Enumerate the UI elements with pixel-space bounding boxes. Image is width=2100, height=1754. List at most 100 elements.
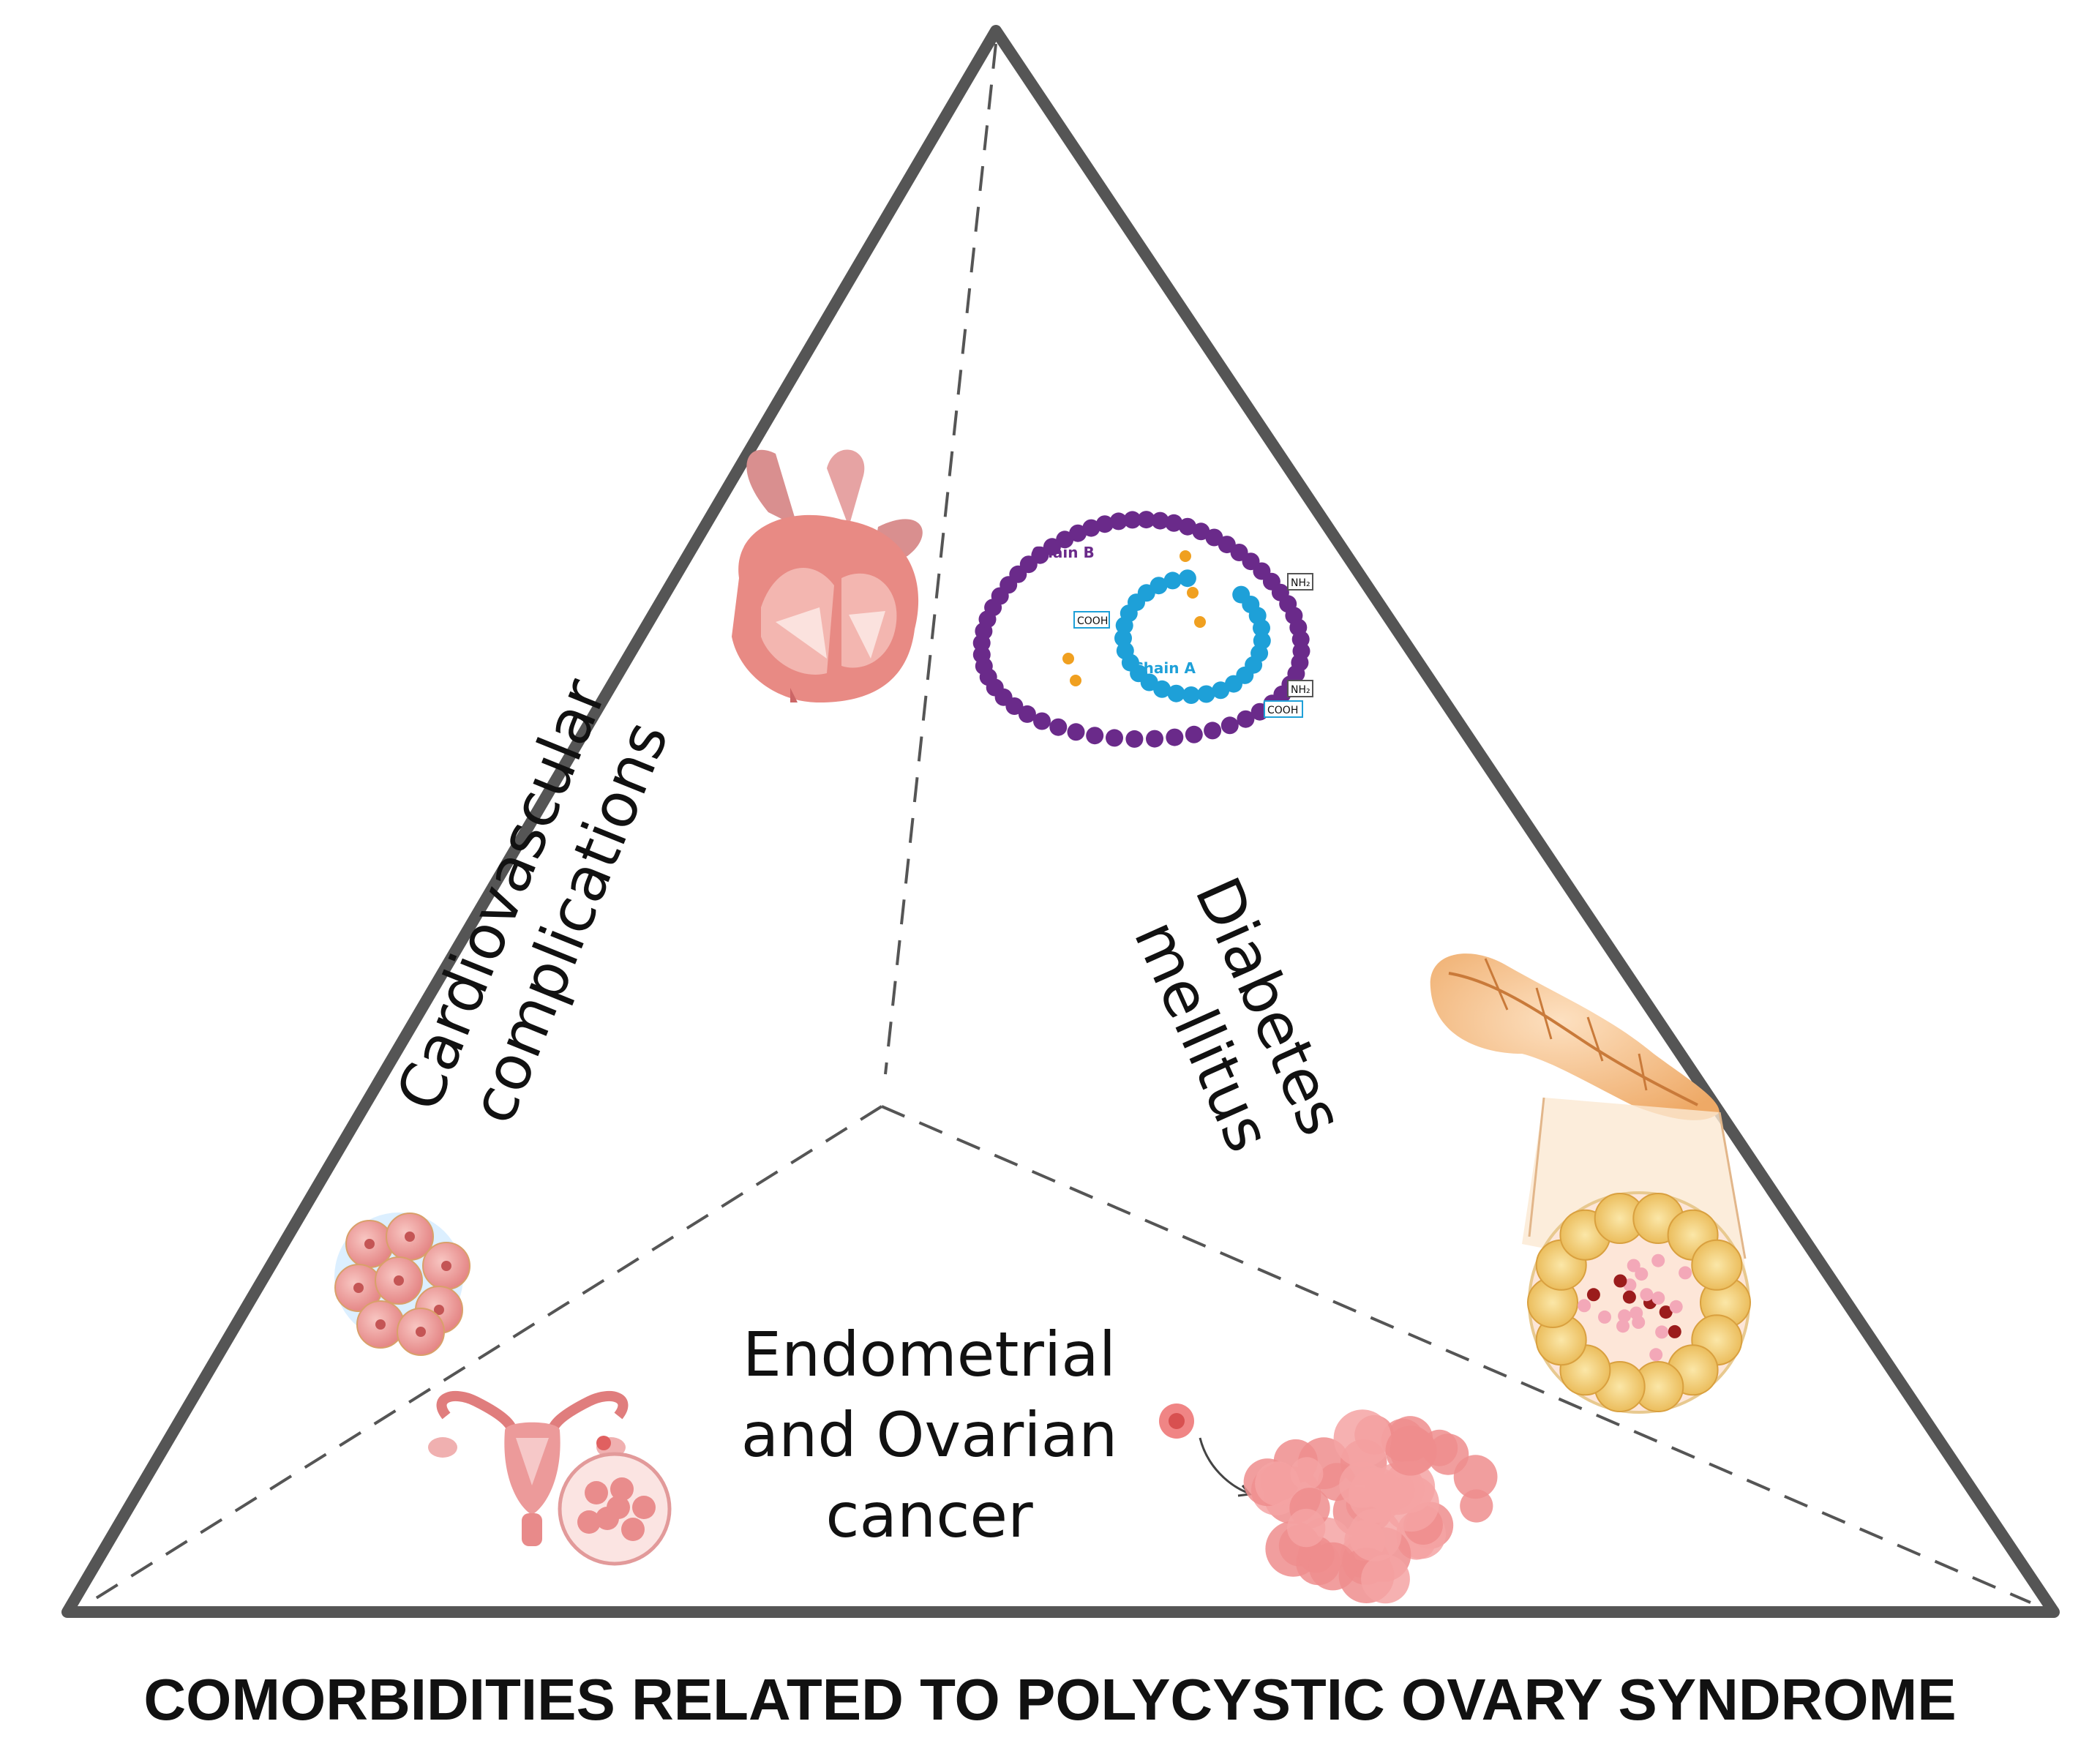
islet-cell — [1635, 1267, 1649, 1281]
chain-a-bead — [1167, 684, 1185, 702]
cancer-line3: cancer — [825, 1480, 1033, 1551]
ovary-cell — [585, 1481, 608, 1504]
cardiomyocyte-cluster-icon — [334, 1213, 470, 1356]
tumor-cell — [1460, 1489, 1493, 1523]
insulin-molecule-icon: Chain B Chain A NH₂ NH₂ COOH COOH — [972, 511, 1313, 748]
chain-a-bead — [1253, 619, 1270, 637]
nh2-tag-bottom: NH₂ — [1287, 680, 1313, 697]
cardiomyocyte-nucleus — [375, 1319, 386, 1330]
cancer-line1: Endometrial — [743, 1319, 1116, 1390]
adipocyte — [1691, 1239, 1743, 1291]
chain-b-bead — [1049, 718, 1068, 736]
tumor-cell — [1385, 1425, 1436, 1476]
ovary-cell — [610, 1477, 634, 1501]
ovarian-magnified-icon — [558, 1436, 672, 1566]
islet-cell — [1627, 1259, 1640, 1273]
pyramid — [61, 25, 2060, 1618]
dashed-edge-left — [90, 1105, 883, 1603]
chain-a-bead — [1197, 685, 1215, 703]
diagram-caption: COMORBIDITIES RELATED TO POLYCYSTIC OVAR… — [143, 1667, 1956, 1732]
islet-cell — [1578, 1299, 1591, 1313]
islet-tissue-icon — [1527, 1191, 1751, 1414]
chain-b-bead — [1106, 729, 1123, 747]
chain-b-bead — [1067, 723, 1085, 741]
chain-b-bead — [1056, 531, 1074, 549]
islet-cell — [1651, 1291, 1665, 1305]
cancer-cell-icon — [1159, 1403, 1252, 1497]
chain-b-bead — [1185, 725, 1203, 743]
chain-b-bead — [1291, 630, 1310, 648]
chain-a-bead — [1212, 681, 1230, 700]
tumor-cell — [1333, 1409, 1392, 1468]
cancer-line2: and Ovarian — [741, 1399, 1118, 1471]
cardiomyocyte-nucleus — [394, 1275, 404, 1286]
tumor-cell — [1308, 1542, 1357, 1591]
cardiomyocyte-nucleus — [441, 1261, 451, 1271]
disulfide-bead — [1070, 675, 1081, 686]
tumor-cell — [1287, 1508, 1326, 1548]
islet-cell — [1651, 1253, 1665, 1267]
svg-text:NH₂: NH₂ — [1291, 577, 1310, 589]
islet-cell — [1668, 1324, 1681, 1338]
islet-cell — [1669, 1300, 1683, 1313]
chain-b-bead — [1125, 730, 1144, 748]
chain-b-bead — [1069, 524, 1087, 542]
chain-a-bead — [1114, 629, 1132, 648]
chain-b-bead — [1018, 705, 1036, 723]
chain-b-bead — [1192, 522, 1210, 541]
dashed-edge-right — [881, 1105, 2031, 1604]
islet-cell — [1649, 1348, 1663, 1362]
disulfide-bonds — [1062, 550, 1206, 686]
islet-cell — [1598, 1310, 1611, 1324]
insulin-chain-a — [1114, 569, 1271, 704]
ovary-cell — [632, 1496, 656, 1519]
svg-text:COOH: COOH — [1267, 705, 1298, 716]
cardiomyocyte-nucleus — [364, 1239, 375, 1249]
chain-b-bead — [1165, 514, 1183, 532]
chain-b-bead — [1137, 511, 1155, 529]
islet-cell — [1613, 1274, 1627, 1288]
ovary-cell — [607, 1496, 630, 1519]
dashed-edge-apex — [884, 43, 997, 1075]
islet-cell — [1640, 1288, 1654, 1302]
chain-b-bead — [1146, 730, 1163, 748]
islet-cell — [1655, 1325, 1669, 1339]
chain-a-bead — [1182, 686, 1200, 704]
svg-text:NH₂: NH₂ — [1291, 684, 1310, 696]
chain-b-label: Chain B — [1032, 544, 1095, 561]
chain-a-label: Chain A — [1133, 659, 1196, 677]
disulfide-bead — [1187, 587, 1199, 599]
cardiomyocyte-nucleus — [353, 1283, 364, 1293]
tumor-cluster-icon — [1243, 1409, 1498, 1604]
cancer-label: Endometrial and Ovarian cancer — [741, 1319, 1118, 1551]
islet-cell — [1616, 1319, 1630, 1333]
svg-text:COOH: COOH — [1077, 615, 1108, 627]
islet-cell — [1632, 1316, 1646, 1329]
chain-b-bead — [1237, 710, 1255, 728]
chain-a-bead — [1225, 675, 1242, 693]
chain-b-bead — [1033, 712, 1051, 730]
chain-a-bead — [1150, 577, 1168, 595]
chain-b-bead — [1204, 722, 1222, 740]
heart-icon — [732, 449, 923, 702]
chain-b-bead — [1179, 517, 1196, 536]
disulfide-bead — [1180, 550, 1191, 562]
chain-b-bead — [1151, 511, 1169, 530]
islet-cell — [1618, 1309, 1632, 1323]
tumor-cell — [1255, 1461, 1300, 1506]
tumor-cell — [1427, 1433, 1469, 1475]
islet-cell — [1622, 1290, 1636, 1304]
chain-a-bead — [1178, 569, 1196, 588]
chain-b-bead — [1095, 515, 1114, 533]
pyramid-outline — [61, 25, 2060, 1618]
ovary-cell — [621, 1518, 645, 1541]
islet-cell — [1586, 1288, 1600, 1302]
cardiomyocyte-nucleus — [416, 1327, 426, 1337]
tumor-cell — [1348, 1467, 1404, 1523]
disulfide-bead — [1194, 616, 1206, 628]
cardiomyocyte-nucleus — [434, 1305, 444, 1315]
cardiomyocyte-nucleus — [405, 1232, 415, 1242]
chain-a-bead — [1163, 571, 1182, 590]
ovary-cell — [577, 1510, 601, 1534]
disulfide-bead — [1062, 653, 1074, 664]
